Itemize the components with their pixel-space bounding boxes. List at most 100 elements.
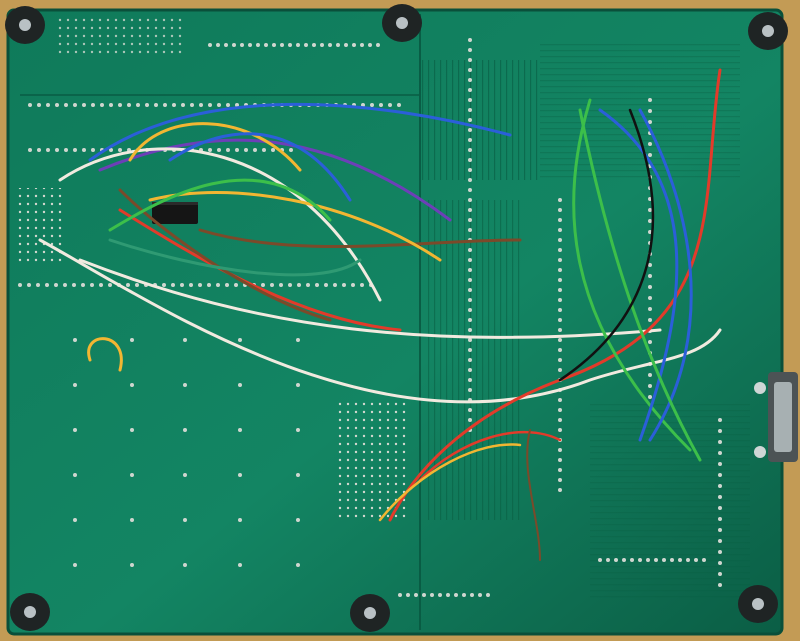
solder-pad (235, 148, 239, 152)
solder-pad (217, 148, 221, 152)
solder-pad (438, 593, 442, 597)
solder-pad (163, 103, 167, 107)
solder-pad (558, 328, 562, 332)
solder-pad (648, 384, 652, 388)
solder-pad (27, 283, 31, 287)
solder-pad (320, 43, 324, 47)
solder-pad (468, 248, 472, 252)
solder-pad (244, 148, 248, 152)
solder-pad (654, 558, 658, 562)
solder-pad (718, 506, 722, 510)
solder-pad (468, 178, 472, 182)
solder-pad (486, 593, 490, 597)
wire (638, 108, 693, 442)
solder-pad (468, 368, 472, 372)
solder-pad (638, 558, 642, 562)
solder-pad (558, 348, 562, 352)
solder-pad (296, 473, 300, 477)
solder-pad (28, 103, 32, 107)
solder-pad (315, 283, 319, 287)
board-sections (20, 14, 750, 630)
solder-pad (558, 368, 562, 372)
perfboard-center (338, 398, 408, 520)
solder-pad (183, 338, 187, 342)
solder-pad (718, 418, 722, 422)
solder-pad (226, 103, 230, 107)
solder-pad (648, 318, 652, 322)
solder-pad (91, 103, 95, 107)
solder-pad (224, 43, 228, 47)
solder-pad (414, 593, 418, 597)
solder-pad (190, 103, 194, 107)
solder-pad (558, 228, 562, 232)
wire (128, 122, 302, 172)
solder-pad (342, 283, 346, 287)
wire (118, 208, 402, 332)
solder-pad (718, 517, 722, 521)
solder-pad (468, 48, 472, 52)
solder-pad (558, 408, 562, 412)
solder-pad (648, 120, 652, 124)
solder-pad (238, 428, 242, 432)
solder-pad (130, 563, 134, 567)
solder-pad (468, 228, 472, 232)
solder-pad (558, 468, 562, 472)
wire (572, 98, 692, 452)
solder-pad (648, 263, 652, 267)
wire (98, 138, 452, 222)
solder-pad (183, 383, 187, 387)
solder-pad (172, 103, 176, 107)
solder-pad (648, 307, 652, 311)
solder-pad (558, 308, 562, 312)
solder-pad (296, 518, 300, 522)
solder-pad (100, 103, 104, 107)
solder-pad (468, 378, 472, 382)
solder-pad (368, 43, 372, 47)
solder-pad (468, 68, 472, 72)
solder-pad (296, 43, 300, 47)
solder-pad (718, 539, 722, 543)
jumper-wires (38, 68, 722, 561)
solder-pad (262, 148, 266, 152)
foot-top-center (382, 4, 422, 42)
wire (578, 108, 702, 462)
solder-pad (136, 103, 140, 107)
solder-pad (55, 148, 59, 152)
solder-pad (304, 43, 308, 47)
solder-pad (306, 283, 310, 287)
solder-pad (91, 148, 95, 152)
solder-pad (238, 473, 242, 477)
solder-pad (296, 383, 300, 387)
solder-pad (328, 43, 332, 47)
solder-pad (280, 43, 284, 47)
solder-pad (208, 43, 212, 47)
solder-pad (73, 338, 77, 342)
solder-pad (648, 142, 652, 146)
solder-pad (558, 358, 562, 362)
solder-pad (468, 58, 472, 62)
solder-pad (718, 561, 722, 565)
solder-pad (73, 103, 77, 107)
solder-pad (648, 274, 652, 278)
solder-pad (73, 563, 77, 567)
solder-pad (558, 488, 562, 492)
solder-pad (180, 283, 184, 287)
solder-pad (558, 238, 562, 242)
solder-pad (446, 593, 450, 597)
solder-pad (109, 148, 113, 152)
solder-pad (127, 103, 131, 107)
solder-pad (558, 448, 562, 452)
solder-pad (558, 258, 562, 262)
solder-pad (598, 558, 602, 562)
solder-pad (181, 103, 185, 107)
solder-pad (108, 283, 112, 287)
wire (38, 238, 722, 404)
solder-pad (648, 219, 652, 223)
solder-pad (81, 283, 85, 287)
solder-pad (90, 283, 94, 287)
solder-pad (468, 138, 472, 142)
solder-pad (468, 338, 472, 342)
solder-pad (468, 298, 472, 302)
solder-pad (199, 103, 203, 107)
